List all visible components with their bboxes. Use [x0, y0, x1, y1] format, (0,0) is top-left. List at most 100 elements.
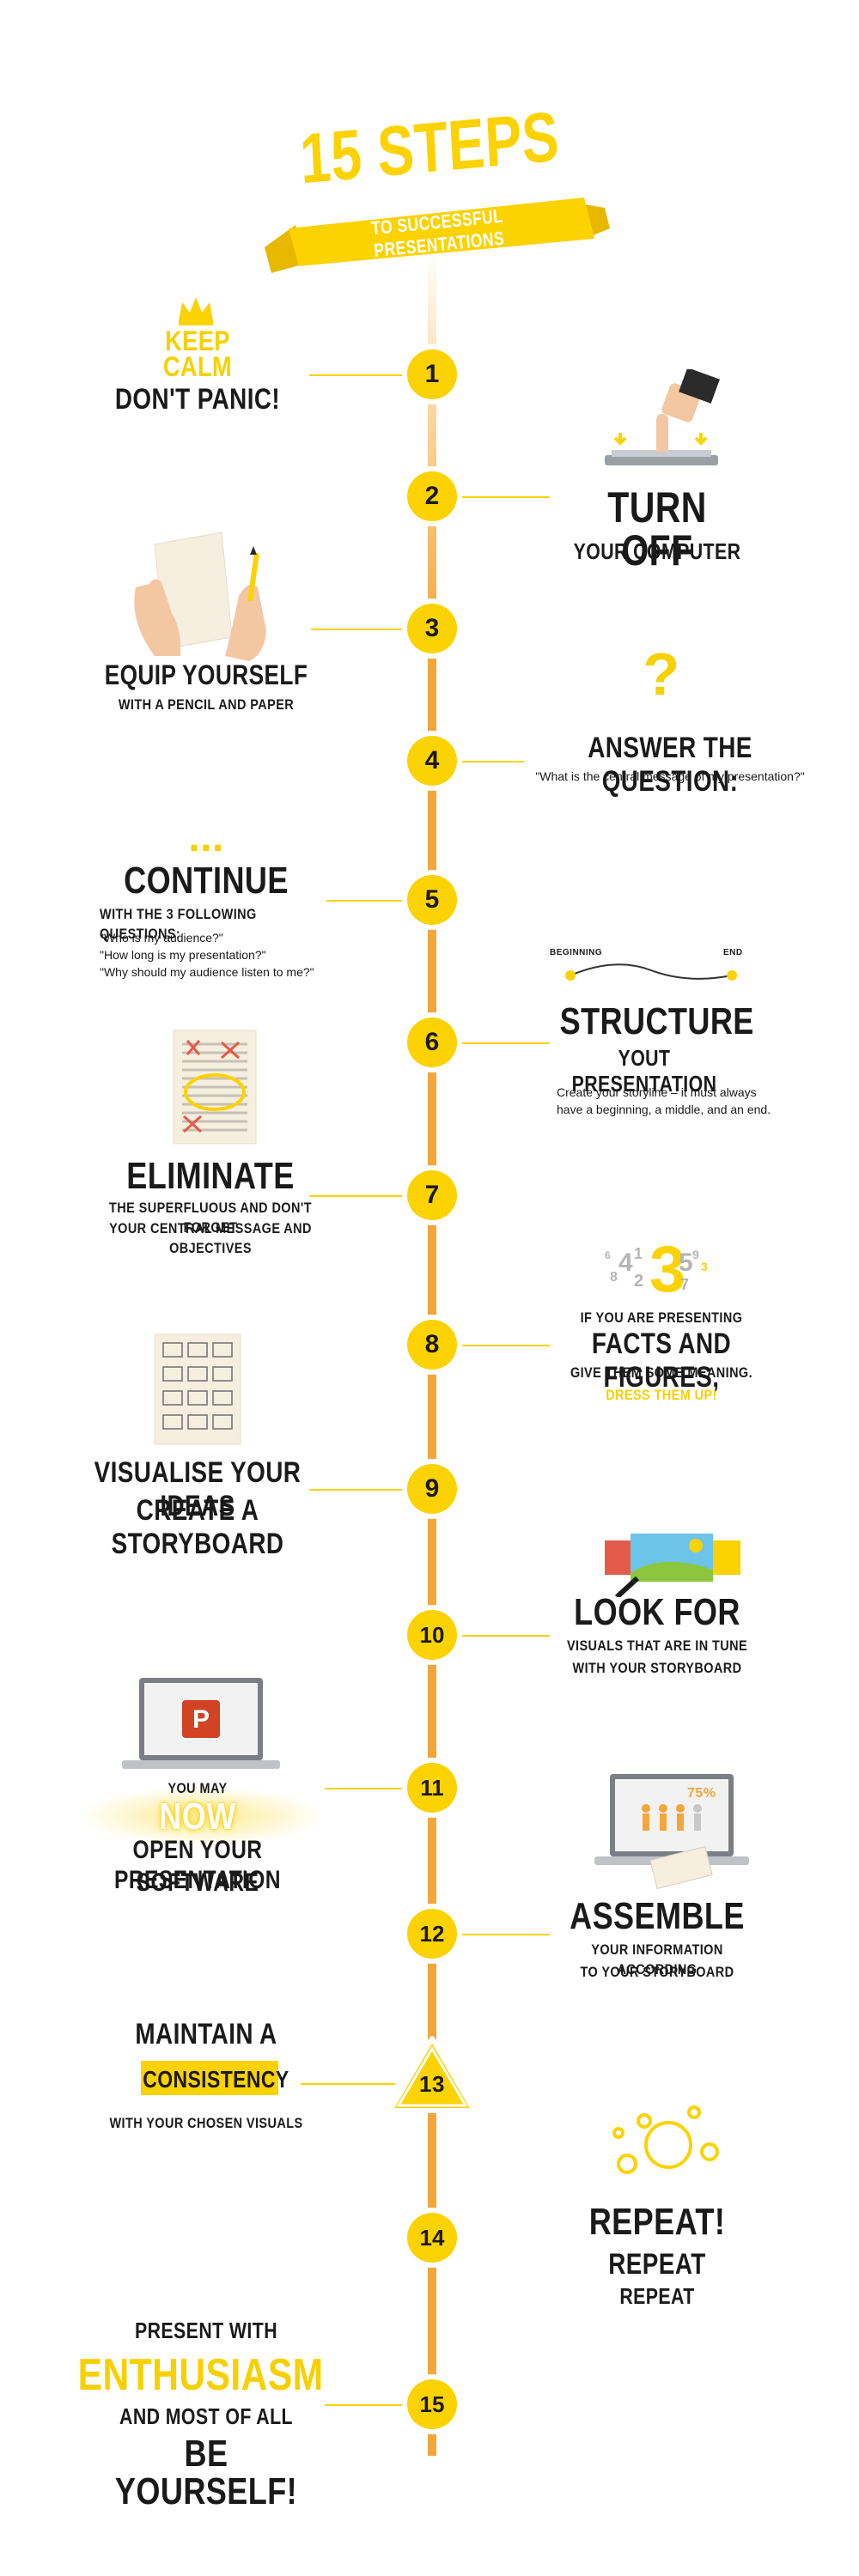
svg-text:5: 5 — [679, 1249, 693, 1277]
step-5-question-3: "Why should my audience listen to me?" — [100, 965, 314, 979]
storyline-end-label: END — [723, 948, 743, 957]
step-7-title: ELIMINATE — [126, 1155, 295, 1197]
svg-text:7: 7 — [680, 1276, 689, 1293]
svg-text:3: 3 — [701, 1260, 708, 1273]
step-8-marker: 8 — [407, 1320, 457, 1370]
connector — [309, 1489, 412, 1491]
storyboard-grid-icon — [154, 1334, 241, 1445]
connector — [326, 900, 412, 902]
step-4-marker: 4 — [407, 736, 457, 786]
step-8-sub-1: IF YOU ARE PRESENTING — [580, 1309, 743, 1326]
step-15-line-3: BE YOURSELF! — [114, 2433, 298, 2512]
connector — [455, 761, 524, 762]
step-4-quote: "What is the central message of my prese… — [535, 769, 805, 783]
step-13-title: MAINTAIN A — [135, 2018, 277, 2050]
connector — [455, 1635, 550, 1637]
step-6-desc-2: have a beginning, a middle, and an end. — [557, 1103, 771, 1116]
question-mark-icon: ? — [643, 641, 680, 708]
step-5-title: CONTINUE — [124, 860, 289, 902]
step-10-sub-2: WITH YOUR STORYBOARD — [572, 1660, 742, 1676]
step-7-sub-2: YOUR CENTRAL MESSAGE AND OBJECTIVES — [109, 1220, 312, 1256]
connector — [301, 2083, 395, 2085]
connector — [309, 374, 412, 376]
step-6-title: STRUCTURE — [559, 1000, 754, 1042]
step-12-sub-2: TO YOUR STORYBOARD — [580, 1964, 734, 1980]
step-14-title-1: REPEAT! — [588, 2201, 726, 2243]
step-15-accent: ENTHUSIASM — [77, 2350, 324, 2400]
step-5-question-2: "How long is my presentation?" — [100, 948, 266, 962]
step-5-subtitle: WITH THE 3 FOLLOWING QUESTIONS: — [100, 906, 257, 942]
step-11-sub-1: YOU MAY — [168, 1780, 228, 1796]
step-15-marker: 15 — [407, 2379, 457, 2429]
step-9-title-1: VISUALISE YOUR IDEAS — [94, 1456, 302, 1523]
laptop-powerpoint-icon: P — [122, 1678, 280, 1769]
now-glow — [77, 1786, 326, 1846]
storyline-curve-icon — [565, 963, 737, 981]
step-9-title-2: CREATE A STORYBOARD — [111, 1494, 284, 1561]
step-7-marker: 7 — [407, 1170, 457, 1220]
step-9-marker: 9 — [407, 1464, 457, 1514]
keep-calm-badge: KEEP CALM — [162, 325, 233, 383]
step-2-subtitle: YOUR COMPUTER — [573, 538, 741, 564]
step-3-marker: 3 — [407, 604, 457, 653]
connector — [455, 496, 550, 498]
step-12-title: ASSEMBLE — [570, 1895, 745, 1937]
step-8-title: FACTS AND FIGURES, — [591, 1327, 732, 1394]
step-13-accent: CONSISTENCY — [143, 2066, 289, 2093]
step-6-subtitle: YOUT PRESENTATION — [571, 1045, 717, 1097]
step-13-accent-box — [141, 2061, 278, 2095]
step-13-sub: WITH YOUR CHOSEN VISUALS — [109, 2115, 303, 2131]
step-3-subtitle: WITH A PENCIL AND PAPER — [118, 696, 295, 713]
crossed-document-icon — [173, 1030, 257, 1145]
step-13-warning-triangle — [387, 2036, 477, 2113]
step-14-marker: 14 — [407, 2213, 457, 2263]
step-8-sub-2: GIVE THEM SOME MEANING. — [570, 1364, 753, 1381]
svg-text:8: 8 — [610, 1270, 618, 1285]
svg-text:3: 3 — [649, 1233, 685, 1302]
step-4-title: ANSWER THE QUESTION: — [588, 732, 752, 799]
connector — [455, 1345, 550, 1346]
svg-text:6: 6 — [605, 1249, 611, 1261]
step-6-marker: 6 — [407, 1018, 457, 1067]
step-2-marker: 2 — [407, 471, 457, 521]
step-12-sub-1: YOUR INFORMATION ACCORDING — [591, 1941, 723, 1978]
step-10-title: LOOK FOR — [574, 1591, 740, 1633]
storyline-begin-label: BEGINNING — [550, 948, 603, 957]
step-3-title: EQUIP YOURSELF — [104, 659, 308, 690]
header-title: 15 STEPS — [297, 97, 561, 199]
step-11-accent: NOW — [159, 1795, 236, 1838]
repeat-circles-icon — [612, 2105, 719, 2174]
connector — [455, 1042, 550, 1044]
step-1-title: DON'T PANIC! — [114, 383, 281, 416]
step-12-percent: 75% — [687, 1786, 716, 1801]
connector — [311, 629, 414, 630]
step-2-title: TURN OFF — [607, 483, 707, 574]
step-13-number: 13 — [419, 2071, 445, 2097]
step-10-sub-1: VISUALS THAT ARE IN TUNE — [566, 1637, 748, 1654]
step-11-title-1: OPEN YOUR PRESENTATION — [113, 1836, 281, 1894]
step-1-marker: 1 — [407, 349, 457, 399]
image-search-icon — [605, 1534, 740, 1597]
connector — [455, 1934, 550, 1935]
step-6-desc-1: Create your storyline – it must always — [557, 1085, 757, 1099]
step-5-question-1: "Who is my audience?" — [100, 931, 223, 945]
hands-paper-pencil-icon — [134, 532, 266, 661]
step-12-marker: 12 — [407, 1909, 457, 1959]
step-15-line-2: AND MOST OF ALL — [119, 2403, 293, 2429]
step-8-accent: DRESS THEM UP! — [606, 1387, 717, 1403]
svg-text:4: 4 — [618, 1249, 633, 1277]
connector — [309, 1195, 412, 1197]
step-14-title-3: REPEAT — [619, 2283, 695, 2309]
step-11-marker: 11 — [407, 1763, 457, 1813]
svg-text:P: P — [192, 1705, 210, 1734]
connector — [325, 2404, 411, 2406]
step-15-line-1: PRESENT WITH — [134, 2318, 277, 2343]
svg-text:9: 9 — [692, 1248, 699, 1261]
laptop-assemble-icon — [594, 1774, 749, 1889]
svg-text:2: 2 — [634, 1272, 643, 1291]
step-14-title-2: REPEAT — [608, 2248, 706, 2281]
step-11-title-2: SOFTWARE — [136, 1868, 259, 1897]
ellipsis-icon: ... — [188, 815, 224, 860]
svg-text:1: 1 — [634, 1245, 643, 1262]
